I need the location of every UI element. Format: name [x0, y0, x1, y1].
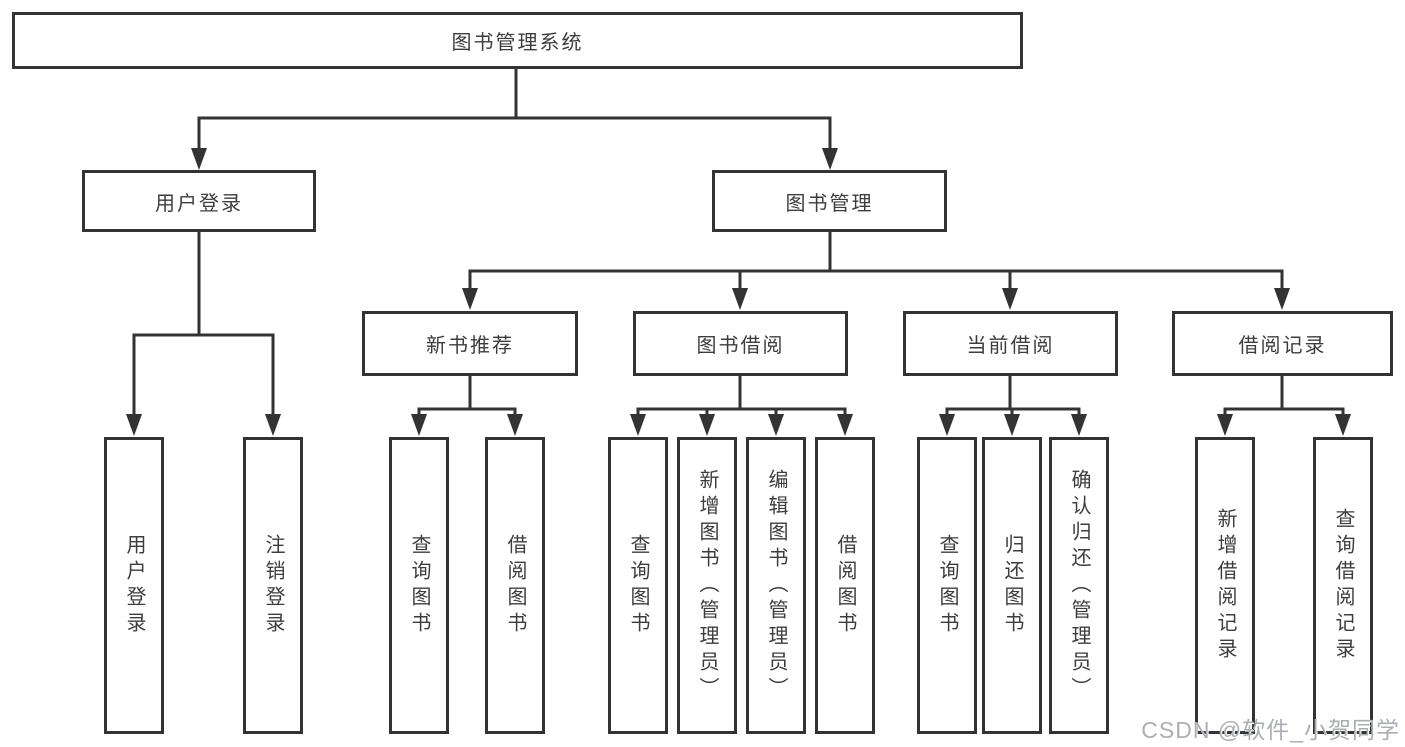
- leaf-confirm-return-admin: 确认归还（管理员）: [1049, 437, 1109, 734]
- leaf-query-borrow-record: 查询借阅记录: [1313, 437, 1373, 734]
- connector-recommend-to-leaves: [411, 374, 523, 436]
- leaf-label: 注销登录: [262, 533, 284, 638]
- leaf-label: 查询借阅记录: [1332, 507, 1354, 664]
- node-library-system: 图书管理系统: [12, 12, 1023, 69]
- connector-userlogin-to-leaves: [126, 231, 281, 436]
- node-current-borrowing: 当前借阅: [903, 311, 1118, 376]
- node-borrowing-records: 借阅记录: [1172, 311, 1393, 376]
- node-label: 图书借阅: [696, 335, 785, 357]
- connector-records-to-leaves: [1217, 374, 1351, 436]
- watermark-text: CSDN @软件_小贺同学: [1141, 717, 1400, 743]
- leaf-query-books-borrowing: 查询图书: [608, 437, 668, 734]
- node-label: 当前借阅: [966, 335, 1055, 357]
- leaf-label: 查询图书: [936, 533, 958, 638]
- node-label: 借阅记录: [1238, 335, 1327, 357]
- leaf-label: 借阅图书: [504, 533, 526, 638]
- node-new-book-recommendation: 新书推荐: [362, 311, 578, 376]
- leaf-logout: 注销登录: [243, 437, 303, 734]
- leaf-borrow-books: 借阅图书: [815, 437, 875, 734]
- node-book-borrowing: 图书借阅: [633, 311, 848, 376]
- leaf-label: 新增借阅记录: [1214, 507, 1236, 664]
- leaf-add-book-admin: 新增图书（管理员）: [677, 437, 737, 734]
- connector-root-to-level2: [191, 68, 838, 170]
- leaf-edit-book-admin: 编辑图书（管理员）: [746, 437, 806, 734]
- leaf-label: 归还图书: [1001, 533, 1023, 638]
- node-label: 用户登录: [155, 192, 243, 215]
- leaf-label: 确认归还（管理员）: [1068, 468, 1090, 703]
- leaf-label: 借阅图书: [834, 533, 856, 638]
- leaf-label: 新增图书（管理员）: [696, 468, 718, 703]
- node-book-management: 图书管理: [712, 170, 947, 232]
- connector-current-to-leaves: [939, 374, 1087, 436]
- node-label: 图书管理: [785, 192, 874, 215]
- node-label: 新书推荐: [426, 335, 514, 357]
- node-label: 图书管理系统: [451, 32, 584, 54]
- leaf-label: 用户登录: [123, 533, 145, 638]
- leaf-user-login: 用户登录: [104, 437, 164, 734]
- node-user-login: 用户登录: [82, 170, 316, 232]
- leaf-add-borrow-record: 新增借阅记录: [1195, 437, 1255, 734]
- leaf-label: 查询图书: [408, 533, 430, 638]
- connector-borrowing-to-leaves: [630, 374, 853, 436]
- leaf-label: 查询图书: [627, 533, 649, 638]
- leaf-query-books-recommend: 查询图书: [389, 437, 449, 734]
- leaf-query-books-current: 查询图书: [917, 437, 977, 734]
- leaf-borrow-books-recommend: 借阅图书: [485, 437, 545, 734]
- connector-bookmgmt-to-level3: [462, 231, 1290, 310]
- leaf-label: 编辑图书（管理员）: [765, 468, 787, 703]
- leaf-return-book: 归还图书: [982, 437, 1042, 734]
